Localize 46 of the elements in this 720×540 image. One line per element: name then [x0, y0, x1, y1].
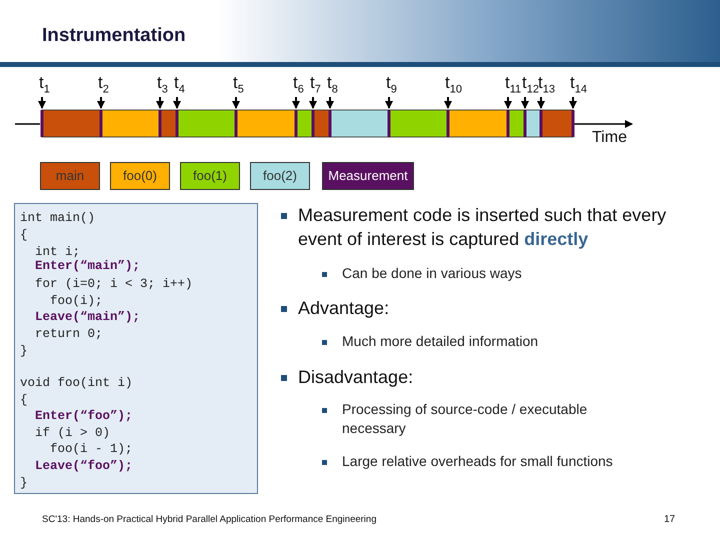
time-point-label: t$_{5}$ [233, 74, 244, 98]
time-point-label: t$_{4}$ [174, 74, 185, 98]
code-line: int i; [34, 245, 80, 260]
code-line: if (i > 0) [34, 426, 110, 441]
legend-label: foo(0) [122, 167, 158, 185]
bullet-text: Advantage: [298, 297, 390, 320]
code-line: Enter(“foo”); [34, 409, 133, 424]
time-point-label: t$_{8}$ [327, 74, 338, 98]
time-point-label: t$_{10}$ [445, 74, 462, 98]
code-line: for (i=0; i < 3; i++) [34, 277, 193, 292]
legend-label: Measurement [327, 167, 409, 185]
time-point-label: t$_{3}$ [157, 74, 168, 98]
legend-label: foo(2) [262, 167, 298, 185]
bullet-text: Processing of source-code / executable necessary [342, 400, 588, 438]
time-point-label: t$_{2}$ [98, 74, 109, 98]
axis-label: Time [592, 129, 627, 147]
code-line: Enter(“main”); [34, 259, 140, 274]
slide-title: Instrumentation [42, 25, 186, 47]
code-line: { [20, 393, 28, 408]
code-line: foo(i - 1); [49, 442, 133, 457]
bullet-text: Measurement code is inserted such that every event of interest is captured directly [298, 204, 668, 251]
code-line: return 0; [34, 327, 103, 342]
code-line: } [20, 476, 28, 491]
time-point-label: t$_{6}$ [293, 74, 304, 98]
time-point-label: t$_{11}$ [505, 74, 522, 98]
code-line: void foo(int i) [20, 376, 133, 391]
bullet-text: Can be done in various ways [342, 264, 523, 283]
legend-label: main [54, 167, 86, 185]
time-point-label: t$_{13}$ [538, 74, 555, 98]
time-point-label: t$_{9}$ [386, 74, 397, 98]
code-line: Leave(“main”); [34, 310, 140, 325]
page-number: 17 [664, 514, 676, 525]
code-line: int main() [20, 211, 96, 226]
time-point-label: t$_{12}$ [522, 74, 539, 98]
code-line: { [20, 228, 28, 243]
code-line: Leave(“foo”); [34, 459, 133, 474]
code-line: foo(i); [49, 294, 103, 309]
time-point-label: t$_{1}$ [39, 74, 50, 98]
time-point-label: t$_{7}$ [310, 74, 321, 98]
footer-text: SC'13: Hands-on Practical Hybrid Parallel Application Performance Engineering [42, 514, 376, 525]
bullet-text: Large relative overheads for small functions [342, 452, 614, 471]
bullet-text: Much more detailed information [342, 332, 540, 351]
code-line: } [20, 344, 28, 359]
time-point-label: t$_{14}$ [570, 74, 587, 98]
legend-label: foo(1) [192, 167, 228, 185]
bullet-text: Disadvantage: [298, 366, 414, 389]
